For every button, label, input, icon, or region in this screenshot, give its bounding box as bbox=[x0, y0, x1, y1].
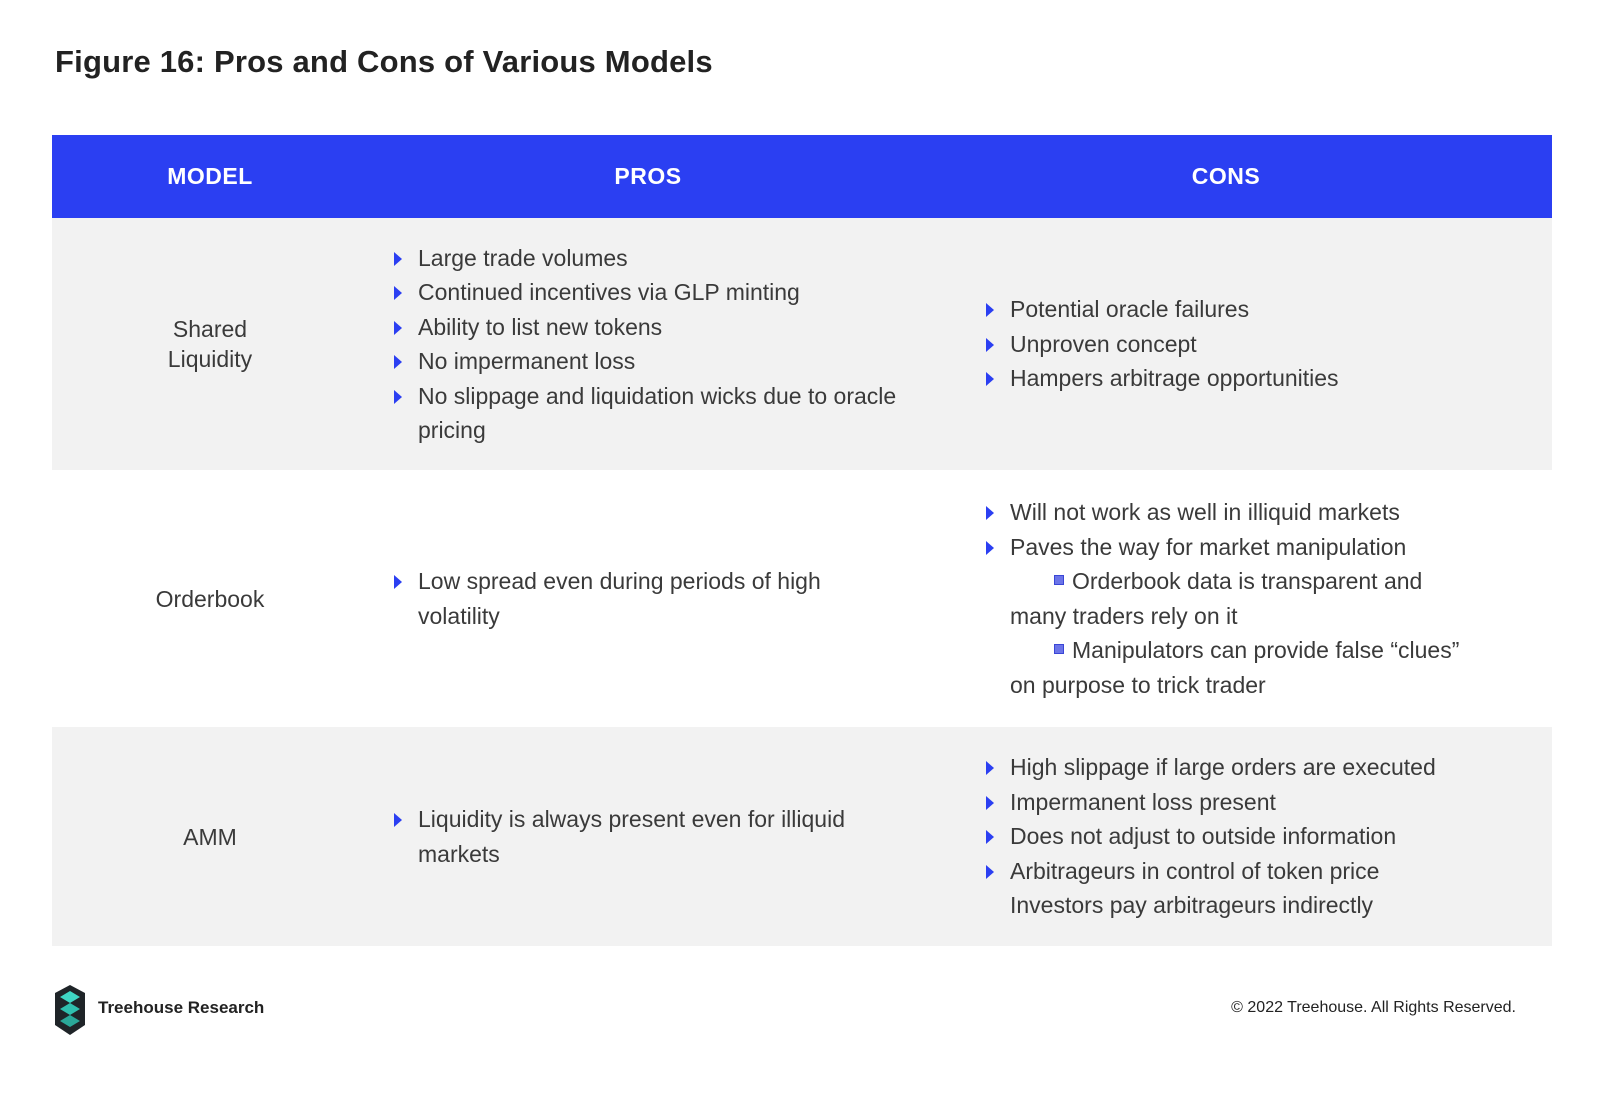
list-item: Does not adjust to outside information bbox=[984, 819, 1436, 854]
table-row-orderbook: Orderbook Low spread even during periods… bbox=[52, 470, 1552, 727]
list-item: Will not work as well in illiquid market… bbox=[984, 495, 1459, 530]
table-header: MODEL PROS CONS bbox=[52, 135, 1552, 218]
list-item: Paves the way for market manipulation bbox=[984, 530, 1459, 565]
arrow-bullet-icon bbox=[986, 337, 994, 352]
cons-list: Potential oracle failures Unproven conce… bbox=[984, 292, 1339, 396]
model-cell: Shared Liquidity bbox=[52, 218, 368, 470]
arrow-bullet-icon bbox=[394, 355, 402, 369]
footer-copyright: © 2022 Treehouse. All Rights Reserved. bbox=[1231, 999, 1516, 1016]
arrow-bullet-icon bbox=[986, 830, 994, 845]
treehouse-logo-icon bbox=[55, 985, 85, 1035]
table-row-shared-liquidity: Shared Liquidity Large trade volumes Con… bbox=[52, 218, 1552, 470]
arrow-bullet-icon bbox=[394, 251, 402, 266]
model-cell: Orderbook bbox=[52, 470, 368, 727]
arrow-bullet-icon bbox=[986, 864, 994, 879]
cons-list: High slippage if large orders are execut… bbox=[984, 750, 1436, 888]
table-row-amm: AMM Liquidity is always present even for… bbox=[52, 727, 1552, 946]
arrow-bullet-icon bbox=[986, 372, 994, 387]
arrow-bullet-icon bbox=[986, 795, 994, 810]
list-item: Unproven concept bbox=[984, 327, 1339, 362]
arrow-bullet-icon bbox=[986, 540, 994, 555]
list-item: High slippage if large orders are execut… bbox=[984, 750, 1436, 785]
cons-extra-line: Investors pay arbitrageurs indirectly bbox=[1010, 892, 1374, 919]
page-title: Figure 16: Pros and Cons of Various Mode… bbox=[55, 44, 713, 79]
cons-cell: High slippage if large orders are execut… bbox=[984, 727, 1544, 946]
arrow-bullet-icon bbox=[394, 575, 402, 589]
column-header-pros: PROS bbox=[614, 163, 682, 189]
cons-cell: Will not work as well in illiquid market… bbox=[984, 470, 1544, 727]
pros-cell: Liquidity is always present even for ill… bbox=[392, 727, 952, 946]
column-header-model: MODEL bbox=[167, 163, 253, 189]
pros-cons-table: MODEL PROS CONS Shared Liquidity Large t… bbox=[52, 135, 1552, 946]
arrow-bullet-icon bbox=[986, 303, 994, 318]
column-header-cons: CONS bbox=[1191, 163, 1261, 189]
cons-cell: Potential oracle failures Unproven conce… bbox=[984, 218, 1544, 470]
pros-cell: Low spread even during periods of high v… bbox=[392, 470, 952, 727]
arrow-bullet-icon bbox=[394, 286, 402, 300]
list-item: Arbitrageurs in control of token price bbox=[984, 854, 1436, 889]
sub-list-item: Manipulators can provide false “clues”on… bbox=[1010, 637, 1460, 698]
arrow-bullet-icon bbox=[986, 761, 994, 776]
pros-cell: Large trade volumes Continued incentives… bbox=[392, 218, 952, 470]
list-item: Low spread even during periods of high v… bbox=[392, 564, 862, 633]
pros-list: Low spread even during periods of high v… bbox=[392, 564, 862, 633]
model-name: Orderbook bbox=[155, 585, 265, 612]
arrow-bullet-icon bbox=[394, 320, 402, 335]
list-item: Liquidity is always present even for ill… bbox=[392, 802, 892, 871]
square-bullet-icon bbox=[1054, 575, 1064, 585]
pros-list: Liquidity is always present even for ill… bbox=[392, 802, 892, 871]
cons-list: Will not work as well in illiquid market… bbox=[984, 495, 1459, 564]
list-item: Hampers arbitrage opportunities bbox=[984, 361, 1339, 396]
arrow-bullet-icon bbox=[986, 506, 994, 520]
pros-list: Large trade volumes Continued incentives… bbox=[392, 241, 952, 448]
list-item: Ability to list new tokens bbox=[392, 310, 952, 345]
list-item: Continued incentives via GLP minting bbox=[392, 275, 952, 310]
arrow-bullet-icon bbox=[394, 813, 402, 827]
model-cell: AMM bbox=[52, 727, 368, 946]
list-item: No slippage and liquidation wicks due to… bbox=[392, 379, 952, 448]
list-item: Potential oracle failures bbox=[984, 292, 1339, 327]
footer-brand: Treehouse Research bbox=[98, 998, 265, 1017]
list-item: No impermanent loss bbox=[392, 344, 952, 379]
model-name: Shared Liquidity bbox=[167, 316, 253, 372]
arrow-bullet-icon bbox=[394, 389, 402, 404]
square-bullet-icon bbox=[1054, 644, 1064, 654]
list-item: Impermanent loss present bbox=[984, 785, 1436, 820]
model-name: AMM bbox=[183, 823, 237, 850]
list-item: Large trade volumes bbox=[392, 241, 952, 276]
